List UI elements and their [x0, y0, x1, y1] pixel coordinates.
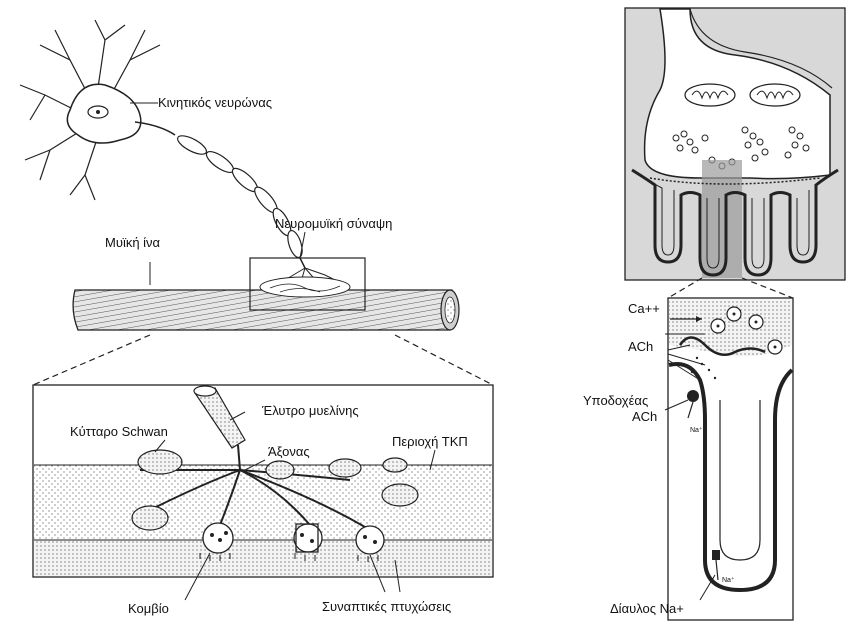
nmj-endplate	[259, 276, 351, 298]
bouton	[202, 522, 234, 554]
na-ion-label-1: Na⁺	[690, 426, 703, 434]
label-axon: Άξονας	[268, 444, 310, 459]
label-schwann-cell: Κύτταρο Schwan	[70, 424, 168, 439]
magnified-nmj	[32, 384, 494, 578]
synapse-detail: Na⁺ Na⁺	[667, 297, 794, 621]
label-receptor-line1: Υποδοχέας	[583, 393, 648, 408]
label-bouton: Κομβίο	[128, 601, 169, 616]
label-ca: Ca++	[628, 301, 660, 316]
mitochondrion	[684, 83, 736, 107]
ach-receptor	[687, 390, 699, 402]
nmj-callout-box	[249, 257, 366, 311]
labels: Κινητικός νευρώνας Νευρομυϊκή σύναψη Μυϊ…	[70, 95, 716, 616]
label-nmj: Νευρομυϊκή σύναψη	[275, 216, 392, 231]
synapse-overview	[624, 7, 846, 281]
motor-neuron	[19, 19, 346, 296]
label-myelin-sheath: Έλυτρο μυελίνης	[261, 403, 359, 418]
label-muscle-fiber: Μυϊκή ίνα	[105, 235, 161, 250]
label-motor-neuron: Κινητικός νευρώνας	[158, 95, 272, 110]
label-endplate-region: Περιοχή ΤΚΠ	[392, 434, 468, 449]
muscle-fiber	[72, 276, 460, 331]
label-receptor-line2: ACh	[632, 409, 657, 424]
label-synaptic-folds: Συναπτικές πτυχώσεις	[322, 599, 451, 614]
label-na-channel: Δίαυλος Na+	[610, 601, 684, 616]
na-ion-label-2: Na⁺	[722, 576, 735, 584]
schwann-cell	[137, 449, 183, 475]
label-ach: ACh	[628, 339, 653, 354]
vesicles	[672, 126, 810, 170]
na-channel	[712, 550, 720, 560]
